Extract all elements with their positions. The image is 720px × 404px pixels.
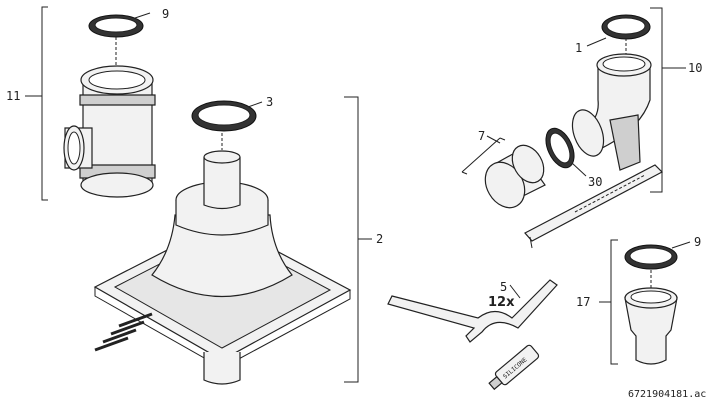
mounting-rail-edge	[529, 236, 533, 249]
t-piece-branch-opening	[67, 131, 81, 165]
flashing-pipe-upper	[203, 157, 241, 210]
seal-ring-9-inner	[94, 17, 138, 33]
label-quantity: 12x	[488, 295, 515, 310]
flashing-pipe-lower	[203, 352, 241, 385]
label-3: 3	[266, 95, 273, 109]
leader-7	[486, 135, 501, 144]
adapter-top-opening	[630, 290, 672, 304]
t-piece-top-opening	[88, 70, 146, 90]
label-11: 11	[6, 89, 20, 103]
t-piece-bottom	[80, 172, 154, 198]
clamp-bracket	[387, 279, 558, 343]
label-2: 2	[376, 232, 383, 246]
leader-3	[247, 101, 263, 108]
t-piece-assembly	[25, 6, 156, 201]
bracket-2	[344, 96, 359, 383]
silicone-tube: SILICONE	[488, 344, 540, 391]
bracket-11	[41, 6, 48, 201]
pipe-section-7-collar	[511, 144, 545, 184]
bracket-10	[650, 7, 663, 193]
adapter-body	[624, 297, 678, 365]
elbow-support	[609, 114, 641, 171]
leader-30	[571, 162, 587, 177]
screw-4	[118, 312, 153, 328]
seal-ring-1-inner	[606, 17, 646, 35]
mounting-rail-slot	[574, 174, 646, 213]
clamp-assembly: SILICONE	[387, 279, 558, 391]
label-1: 1	[575, 41, 582, 55]
flashing-pipe-upper-opening	[203, 150, 241, 164]
seal-ring-9b-inner	[629, 247, 673, 265]
leader-5	[509, 284, 521, 299]
roof-flashing-assembly	[93, 96, 372, 385]
figure-code: 6721904181.ac	[628, 389, 706, 400]
leader-9b	[671, 241, 691, 249]
flashing-cone	[151, 214, 293, 297]
adapter-assembly	[599, 239, 691, 365]
label-7: 7	[478, 129, 485, 143]
screw-2	[102, 328, 137, 344]
label-30: 30	[588, 175, 602, 189]
screw-1	[94, 336, 129, 352]
label-9-right: 9	[694, 235, 701, 249]
elbow-assembly	[461, 7, 686, 249]
label-5: 5	[500, 280, 507, 294]
label-17: 17	[576, 295, 590, 309]
seal-ring-3-inner	[197, 104, 251, 126]
leader-9a	[134, 12, 151, 19]
screw-set	[94, 312, 153, 352]
label-10: 10	[688, 61, 702, 75]
silicone-tube-nozzle	[488, 375, 503, 391]
bracket-7	[461, 137, 506, 175]
screw-3	[110, 320, 145, 336]
t-piece-clamp-upper	[79, 94, 156, 106]
label-9-top: 9	[162, 7, 169, 21]
mounting-rail	[524, 164, 663, 242]
flashing-cone-ring	[175, 200, 269, 236]
seal-ring-30-inner	[549, 132, 571, 164]
leader-1	[586, 37, 607, 47]
elbow-top-opening	[602, 56, 646, 72]
elbow-side-socket	[571, 109, 605, 157]
bracket-17	[610, 239, 618, 365]
